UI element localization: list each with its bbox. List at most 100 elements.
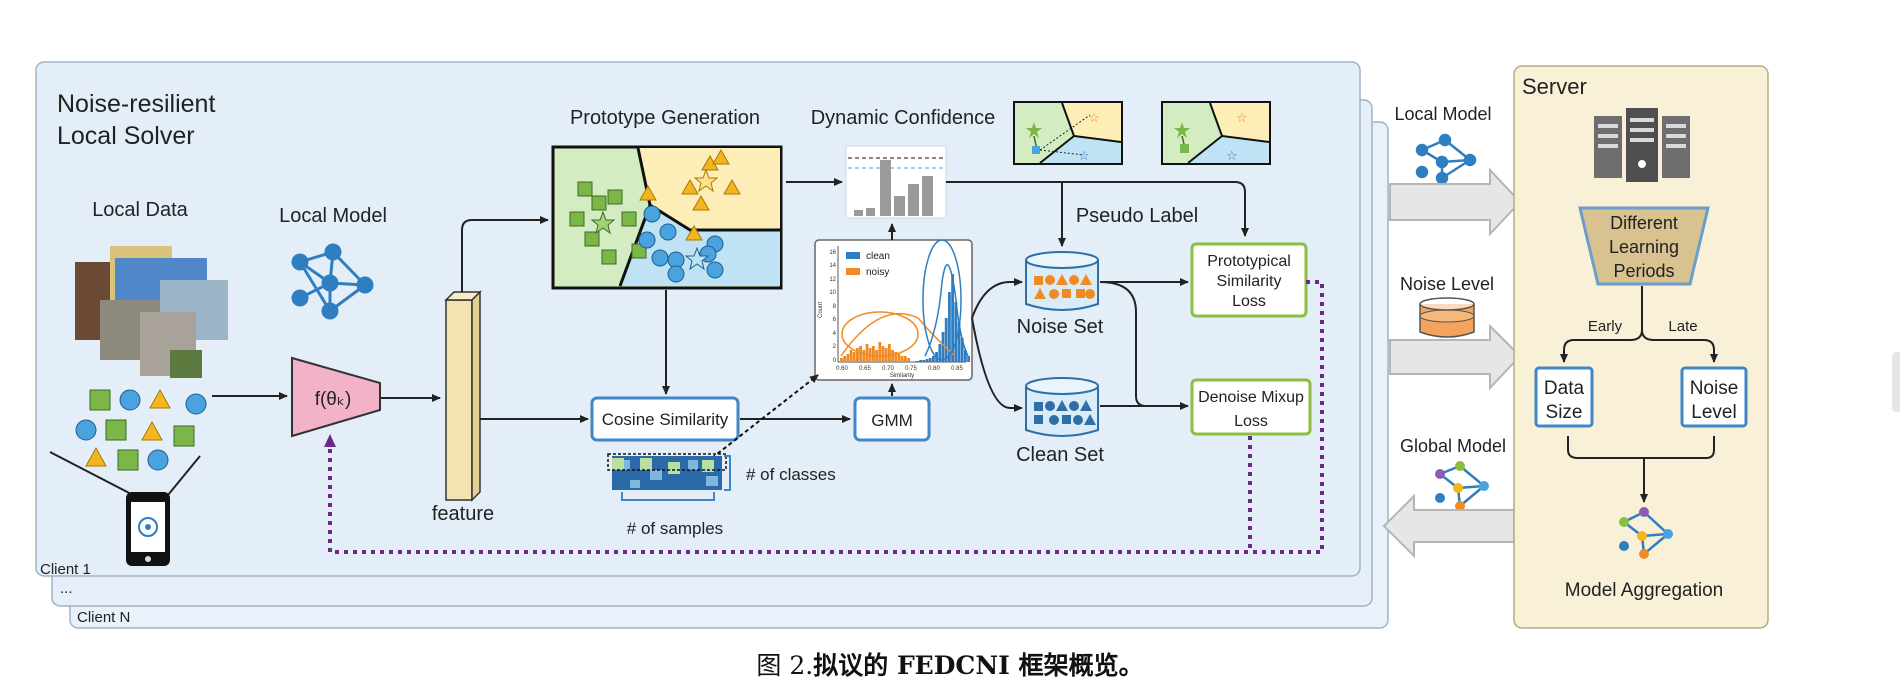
transfer-local-model-label: Local Model [1394,104,1491,124]
y-tick: 12 [829,277,836,283]
pseudo-label: Pseudo Label [1076,205,1198,227]
clean-set-database-icon [1025,377,1099,437]
x-ticks: 0.60 0.65 0.70 0.75 0.80 0.85 [836,366,963,372]
local-data-image-stack [75,246,228,378]
noisy-bar [878,342,882,362]
server-title: Server [1522,74,1587,99]
clean-set-label: Clean Set [1016,444,1104,466]
pseudo-label-boundary-1: ☆ ☆ [1013,101,1123,165]
client1-label: Client 1 [40,561,91,578]
prototype-generation-panel [551,145,783,290]
similarity-histogram-inset: 16 14 12 10 8 6 4 2 0 0.60 0.65 0.70 0.7… [814,239,973,381]
noise-level-cylinder-icon [1419,297,1475,338]
y-tick: 2 [833,344,837,350]
panel-title-line1: Noise-resilient [57,90,215,118]
server-rack-icon [1594,108,1690,182]
y-tick: 14 [829,263,836,269]
noisy-bar [900,356,904,362]
data-size-line2: Size [1546,402,1583,423]
y-tick: 0 [833,358,837,364]
transfer-noise-level-label: Noise Level [1400,274,1494,294]
num-samples-label: # of samples [627,519,723,538]
gradient-feedback-loop [324,280,1324,554]
noisy-bar [907,358,910,362]
mixup-loss-line1: Denoise Mixup [1198,389,1304,406]
server-noise-level-line1: Noise [1690,378,1739,399]
early-label: Early [1588,318,1623,335]
upload-arrow-1 [1389,167,1522,237]
noisy-bar [865,344,869,362]
clean-bar [964,350,967,362]
noisy-bar [888,344,891,362]
x-tick: 0.60 [836,366,848,372]
figure-caption: 图 2.拟议的 FEDCNI 框架概览。 [0,646,1900,682]
similarity-matrix [607,453,731,501]
y-tick: 6 [833,317,837,323]
noisy-bar [897,354,901,362]
phone-icon [126,492,170,566]
periods-line3: Periods [1613,261,1674,281]
clean-bar [938,344,942,362]
y-tick: 4 [833,331,837,337]
noisy-bar [872,346,875,362]
caption-prefix: 图 2. [756,651,814,680]
late-label: Late [1668,318,1697,335]
num-classes-label: # of classes [746,465,836,484]
noisy-bar [881,346,885,362]
aggregated-model-network-icon [1619,507,1673,559]
noise-set-label: Noise Set [1017,316,1104,338]
encoder-label: f(θₖ) [315,389,352,410]
clean-bar [967,356,970,362]
hist-x-label: Similarity [890,373,914,379]
clientN-label: Client N [77,609,130,626]
clean-bar [944,318,948,362]
clean-bar [919,360,922,362]
upload-model-network-icon [1415,133,1477,185]
proto-loss-line2: Similarity [1217,273,1282,290]
feature-bar [445,299,473,501]
x-tick: 0.75 [905,366,917,372]
proto-loss-line3: Loss [1232,293,1266,310]
clean-bar [928,358,932,362]
prototype-generation-label: Prototype Generation [570,107,760,129]
clean-bar [951,274,954,362]
server-noise-level-line2: Level [1691,402,1736,423]
noisy-bar [894,352,898,362]
clean-bar [941,332,945,362]
learning-periods-funnel [1578,206,1710,286]
upload-arrow-2 [1389,323,1522,391]
x-tick: 0.80 [928,366,940,372]
clean-bar [954,302,958,362]
hist-y-label: Count [818,302,824,318]
model-aggregation-label: Model Aggregation [1565,580,1723,601]
noisy-bar [852,352,856,362]
dynamic-confidence-chart [845,145,947,219]
pseudo-label-boundary-2: ☆ ☆ [1161,101,1271,165]
svg-text:☆: ☆ [1088,110,1100,125]
scrollbar-tab[interactable] [1892,352,1900,412]
encoder-block [291,356,381,438]
local-model-label: Local Model [279,205,387,227]
noisy-bar [856,348,859,362]
x-tick: 0.65 [859,366,871,372]
dynamic-confidence-label: Dynamic Confidence [811,107,996,129]
x-tick: 0.85 [951,366,963,372]
svg-text:☆: ☆ [1226,148,1238,163]
clean-bar [960,338,964,362]
cosine-similarity-label: Cosine Similarity [602,410,729,429]
global-model-network-icon [1435,461,1489,511]
legend-noisy: noisy [866,267,889,278]
client-1-panel [35,61,1361,577]
local-data-shapes [75,388,207,471]
mixup-loss-line2: Loss [1234,413,1268,430]
legend-clean: clean [866,251,890,262]
clean-bar [948,292,951,362]
download-arrow [1382,493,1515,559]
clean-bar [922,360,926,362]
local-data-label: Local Data [92,199,188,221]
svg-text:☆: ☆ [1236,110,1248,125]
denoise-mixup-loss-box [1190,378,1312,436]
y-ticks: 16 14 12 10 8 6 4 2 0 [829,250,836,364]
panel-title-line2: Local Solver [57,122,195,150]
